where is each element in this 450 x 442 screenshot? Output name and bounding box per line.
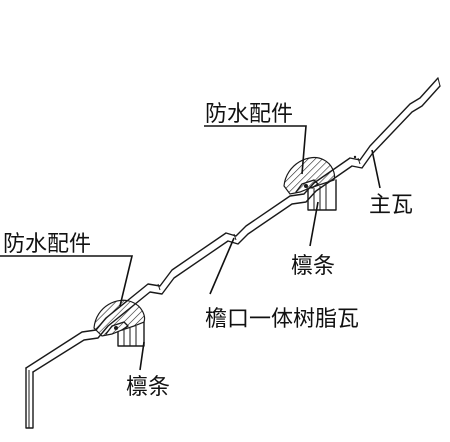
label-purlin-middle: 檩条 bbox=[291, 254, 335, 279]
eave-flange bbox=[25, 367, 34, 429]
label-eave-tile: 檐口一体树脂瓦 bbox=[205, 307, 359, 332]
label-waterproof-left: 防水配件 bbox=[3, 232, 91, 257]
label-waterproof-top: 防水配件 bbox=[205, 102, 293, 127]
label-main-tile: 主瓦 bbox=[369, 193, 413, 218]
label-purlin-bottom: 檩条 bbox=[126, 375, 170, 400]
leader-lines bbox=[0, 125, 381, 371]
waterproof-fitting-lower bbox=[93, 299, 146, 337]
purlin-upper bbox=[307, 179, 337, 211]
waterproof-fitting-upper bbox=[283, 156, 336, 195]
purlin-lower bbox=[117, 321, 145, 347]
